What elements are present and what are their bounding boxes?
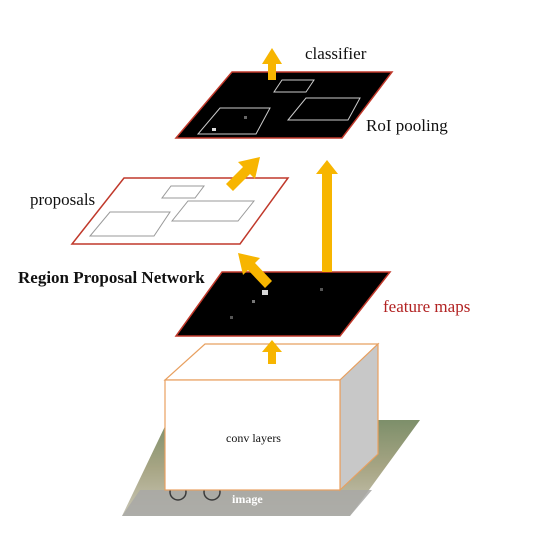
roi-feature-map [174, 71, 394, 139]
image-label: image [232, 492, 263, 506]
roi-activation [244, 116, 247, 119]
up-arrow-icon [262, 340, 282, 364]
proposal-box [170, 200, 256, 222]
classifier-label: classifier [305, 44, 367, 63]
conv-layers-label: conv layers [226, 431, 281, 445]
diagonal-arrow-icon [226, 157, 260, 191]
rpn-label: Region Proposal Network [18, 268, 205, 287]
diagonal-arrow-icon [238, 253, 272, 288]
feature-maps-label: feature maps [383, 297, 471, 316]
feature-maps-plane [174, 271, 392, 337]
proposal-box [88, 211, 171, 237]
conv-layers-block [163, 342, 380, 492]
proposal-box [161, 185, 205, 199]
feature-activation [252, 300, 255, 303]
arrows [226, 48, 338, 364]
roi-box [196, 107, 271, 135]
feature-activation [262, 290, 268, 295]
proposals-label: proposals [30, 190, 96, 209]
up-arrow-icon [316, 160, 338, 272]
feature-activation [230, 316, 233, 319]
roi-pooling-plane [174, 71, 394, 139]
roi-box [286, 97, 361, 121]
proposals-plane [70, 177, 290, 245]
up-arrow-icon [262, 48, 282, 80]
roi-box [273, 79, 315, 93]
conv-block-front [164, 379, 341, 491]
roi-pooling-label: RoI pooling [366, 116, 448, 135]
feature-map [174, 271, 392, 337]
feature-activation [320, 288, 323, 291]
roi-activation [212, 128, 216, 131]
